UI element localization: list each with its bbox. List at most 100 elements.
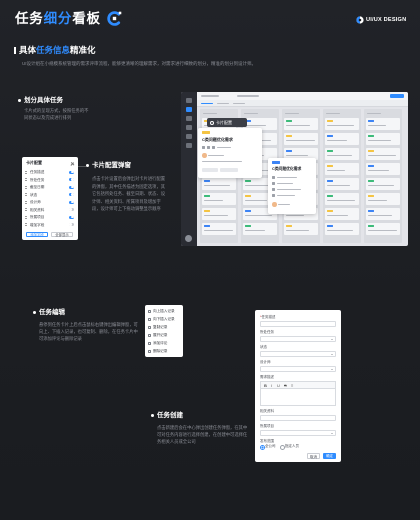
task-card[interactable] [243, 223, 277, 235]
task-card[interactable] [325, 118, 359, 130]
config-item[interactable]: 任务描述 [25, 169, 75, 175]
tab[interactable] [217, 102, 229, 105]
task-card[interactable] [366, 148, 400, 160]
cancel-button[interactable]: 取消 [307, 453, 320, 459]
toggle-switch[interactable] [69, 223, 74, 226]
toggle-switch[interactable] [69, 178, 74, 181]
config-item[interactable]: 截至日期 [25, 184, 75, 190]
detail-textarea[interactable] [260, 388, 336, 406]
menu-item-insert-above[interactable]: 向上插入记录 [148, 308, 180, 314]
task-card-secondary[interactable]: C类问题优化需求 [268, 158, 316, 214]
task-card[interactable] [284, 118, 318, 130]
config-item[interactable]: 设计师 [25, 199, 75, 205]
add-field-button[interactable]: 添加字段 [26, 232, 48, 237]
show-all-button[interactable]: 全部显示 [51, 232, 73, 237]
toggle-switch[interactable] [69, 185, 74, 189]
list-icon[interactable] [186, 116, 192, 121]
drag-handle-icon[interactable] [25, 178, 27, 181]
italic-icon[interactable]: I [271, 383, 273, 388]
config-item[interactable]: 所处任务 [25, 177, 75, 183]
task-card[interactable] [243, 118, 277, 130]
task-card[interactable] [325, 223, 359, 235]
menu-item-copy[interactable]: 复制记录 [148, 324, 180, 330]
confirm-button[interactable]: 确定 [323, 453, 336, 459]
drag-handle-icon[interactable] [25, 185, 27, 189]
task-card[interactable] [366, 178, 400, 190]
card-text [202, 161, 242, 163]
task-card[interactable] [202, 223, 236, 235]
close-icon[interactable] [71, 162, 75, 166]
task-card[interactable] [366, 208, 400, 220]
menu-item-comment[interactable]: 添加评论 [148, 340, 180, 346]
task-card[interactable] [366, 223, 400, 235]
brand-label: UI/UX DESIGN [366, 17, 407, 23]
folder-icon[interactable] [186, 134, 192, 139]
designer-avatar [272, 202, 277, 207]
materials-input[interactable] [260, 414, 336, 421]
menu-item-delete[interactable]: 删除记录 [148, 348, 180, 354]
task-card[interactable] [325, 148, 359, 160]
task-card[interactable] [366, 133, 400, 145]
bold-icon[interactable]: B [264, 383, 267, 388]
toggle-switch[interactable] [69, 215, 74, 219]
config-item[interactable]: 状态 [25, 192, 75, 198]
drag-handle-icon[interactable] [25, 223, 27, 226]
task-card[interactable] [325, 163, 359, 175]
toggle-switch[interactable] [69, 208, 74, 211]
card-text [277, 177, 297, 179]
task-card[interactable] [325, 178, 359, 190]
task-card[interactable] [284, 133, 318, 145]
toggle-switch[interactable] [69, 170, 74, 174]
drag-handle-icon[interactable] [25, 170, 27, 174]
drag-handle-icon[interactable] [25, 208, 27, 211]
card-config-tooltip[interactable]: 卡片配置 [207, 118, 247, 127]
task-card-primary[interactable]: C类问题优化需求 [198, 128, 262, 178]
board-icon[interactable] [186, 107, 192, 112]
menu-item-label: 复制记录 [153, 325, 168, 329]
underline-icon[interactable]: U [277, 383, 280, 388]
menu-item-insert-below[interactable]: 向下插入记录 [148, 316, 180, 322]
list-icon[interactable]: ≡ [291, 383, 294, 388]
radio-whole-company[interactable]: 全公司 [260, 444, 276, 450]
heading-marker [14, 47, 16, 54]
task-card[interactable] [325, 133, 359, 145]
settings-icon[interactable] [186, 143, 192, 148]
toggle-switch[interactable] [69, 200, 74, 204]
task-card[interactable] [366, 118, 400, 130]
task-card[interactable] [202, 193, 236, 205]
config-item[interactable]: 所属项目 [25, 214, 75, 220]
config-item[interactable]: 增加字段 [25, 222, 75, 228]
card-tag [286, 225, 292, 228]
menu-item-expand[interactable]: 展开记录 [148, 332, 180, 338]
drag-handle-icon[interactable] [25, 215, 27, 219]
status-select[interactable] [260, 350, 336, 357]
radio-specific-people[interactable]: 指定人员 [280, 444, 299, 450]
task-card[interactable] [366, 193, 400, 205]
task-description-input[interactable] [260, 320, 336, 327]
drag-handle-icon[interactable] [25, 200, 27, 204]
card-tag [368, 120, 374, 123]
config-item[interactable]: 相关资料 [25, 207, 75, 213]
stage-select[interactable] [260, 335, 336, 342]
new-task-button[interactable] [390, 94, 404, 98]
task-card[interactable] [325, 208, 359, 220]
card-tag [245, 120, 251, 123]
task-card[interactable] [202, 208, 236, 220]
tab-active[interactable] [201, 102, 213, 105]
task-card[interactable] [284, 148, 318, 160]
card-text [278, 203, 290, 205]
designer-select[interactable] [260, 365, 336, 372]
card-text [277, 195, 295, 197]
avatar[interactable] [185, 235, 192, 242]
home-icon[interactable] [186, 98, 192, 103]
toggle-switch[interactable] [69, 193, 74, 196]
drag-handle-icon[interactable] [25, 193, 27, 196]
task-card[interactable] [325, 193, 359, 205]
task-card[interactable] [366, 163, 400, 175]
tab[interactable] [233, 102, 245, 105]
project-select[interactable] [260, 429, 336, 436]
task-card[interactable] [284, 223, 318, 235]
strike-icon[interactable]: S [284, 383, 287, 388]
task-card[interactable] [202, 178, 236, 190]
calendar-icon[interactable] [186, 125, 192, 130]
